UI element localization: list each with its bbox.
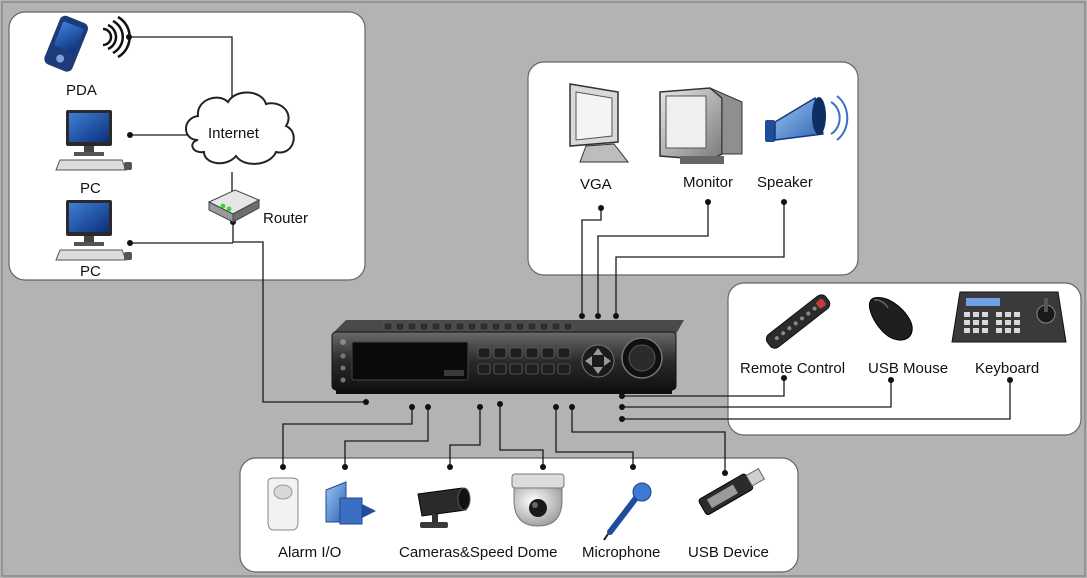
usb-device-label: USB Device [688,544,769,561]
router-icon [207,189,261,223]
router-label: Router [263,210,308,227]
alarm-output-icon [325,481,376,525]
connection-wires [129,36,1011,472]
pc-bottom-label: PC [80,263,101,280]
vga-monitor-icon [569,83,630,163]
speaker-icon [765,95,849,142]
alarm-sensor-icon [267,477,299,531]
monitor-label: Monitor [683,174,733,191]
bullet-camera-icon [417,487,471,528]
pc-top-label: PC [80,180,101,197]
usb-mouse-label: USB Mouse [868,360,948,377]
usb-device-icon [698,467,766,515]
pc-icon [55,110,132,171]
microphone-icon [603,482,652,541]
dvr-recorder-icon [331,320,684,394]
pda-icon [44,15,89,72]
remote-control-icon [765,294,831,349]
usb-mouse-icon [868,297,913,341]
alarm-io-label: Alarm I/O [278,544,341,561]
pc-icon-bottom [55,200,132,261]
vga-label: VGA [580,176,612,193]
speed-dome-camera-icon [511,473,565,527]
keyboard-controller-icon [951,291,1067,343]
internet-cloud-icon [185,91,295,165]
cameras-speed-dome-label: Cameras&Speed Dome [399,544,557,561]
pda-label: PDA [66,82,97,99]
internet-label: Internet [208,125,260,142]
wifi-signal-icon [102,15,131,59]
microphone-label: Microphone [582,544,660,561]
remote-control-label: Remote Control [740,360,845,377]
crt-monitor-icon [659,87,743,164]
speaker-label: Speaker [757,174,813,191]
keyboard-label: Keyboard [975,360,1039,377]
